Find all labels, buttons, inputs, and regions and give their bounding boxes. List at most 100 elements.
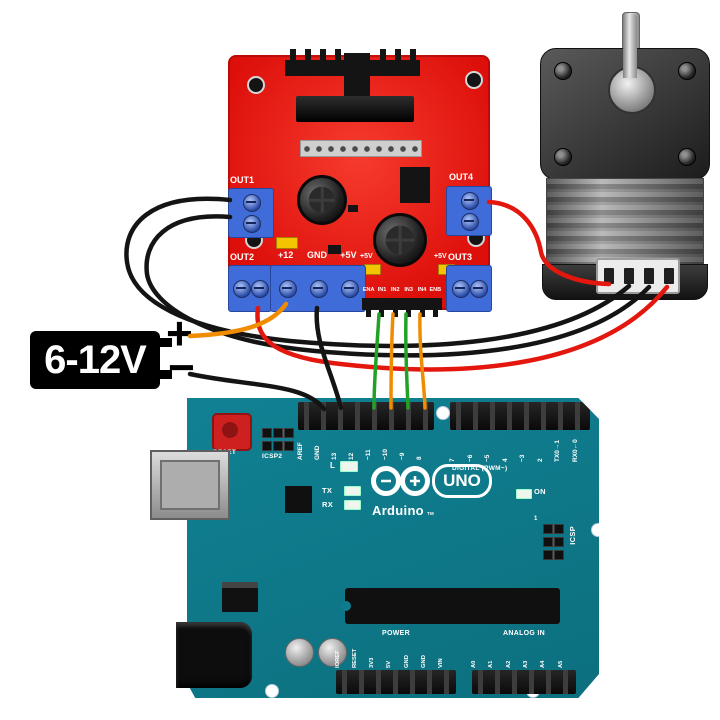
led-l-label: L [330,461,336,470]
minus-terminal: − [168,341,195,393]
icsp-header [543,524,564,560]
out3-terminal [446,265,492,312]
wire-in4-signal [418,312,427,410]
pin-label: A2 [505,660,512,668]
motor-body [546,178,704,266]
power-pin-label: +12 [278,250,294,260]
power-caption: POWER [382,630,410,637]
pin-label: A3 [522,660,529,668]
pin-label: A4 [540,660,547,668]
header-pin [335,49,341,60]
motor-screw [554,148,572,166]
pin-label: RX0←0 [571,439,579,462]
pin-label: A1 [488,660,495,668]
wire-in2-signal [389,312,395,410]
pin-label: 12 [348,452,355,460]
pin-label: IOREF [335,650,341,668]
led-on-label: ON [534,487,546,496]
header-pin [380,49,386,60]
on-led [516,489,532,499]
icsp-pin1-label: 1 [534,516,538,522]
pin-label: AREF [297,442,304,460]
digital-header-left [298,402,434,430]
power-header [336,670,456,694]
header-pin [410,49,416,60]
power-supply-label: 6-12V [30,331,160,389]
pin-label: 5V [386,660,393,668]
led-rx-label: RX [322,500,334,509]
mounting-hole [247,76,265,94]
terminal-screw [243,194,261,212]
mounting-hole [465,71,483,89]
control-pin-label: IN3 [404,287,413,293]
out1-label: OUT1 [230,175,255,185]
rx-led [344,500,361,510]
pin-label: 3V3 [369,657,376,668]
motor-shaft-top [623,14,637,78]
usb-connector [150,450,230,520]
wire-in3-signal [403,312,410,410]
pin-label: ~10 [382,448,389,460]
pin-label: ~5 [484,454,491,462]
header-pin [406,308,411,317]
analog-caption: ANALOG IN [503,630,545,637]
motor-screw [678,148,696,166]
arduino-logo-icon [371,466,430,496]
control-pin-label: IN2 [391,287,400,293]
analog-header [472,670,576,694]
mounting-hole [436,406,450,420]
header-pin [420,308,425,317]
icsp2-label: ICSP2 [262,453,283,460]
pin-label: ~6 [466,454,474,462]
pin-label: 2 [536,458,544,462]
usb-connector-inner [160,460,220,510]
supply-terminal-stub [160,370,172,379]
pin-label: A5 [557,660,564,668]
uno-model-badge: UNO [432,464,492,498]
pin-label: GND [420,655,427,668]
connector-pin [664,268,674,284]
mcu-chip [341,588,560,624]
mounting-hole [591,523,599,537]
motor-connector [596,258,680,294]
terminal-screw [279,280,297,298]
header-pin [366,308,371,317]
icsp-label: ICSP [568,526,577,545]
control-pin-label: ENA [362,287,375,293]
capacitor [285,638,314,667]
pin-label: A0 [471,660,477,668]
pin-label: 13 [331,452,338,460]
pin-label: GND [314,445,321,460]
voltage-regulator-body [222,588,258,612]
heatsink-fin [344,53,370,101]
led-tx-label: TX [322,486,333,495]
terminal-screw [310,280,328,298]
wire-in1-signal [372,312,381,410]
control-pin-label: IN4 [417,287,427,293]
icsp2-header [262,428,294,451]
out4-terminal [446,186,492,236]
wire-driver-gnd-to-arduino-gnd [314,305,344,411]
header-pin [320,49,326,60]
stepper-motor [536,12,712,300]
analog-pin-labels: A0 A1 A2 A3 A4 A5 [471,640,576,668]
control-pin-label: IN1 [377,287,387,293]
5v-jumper [364,264,381,275]
header-pin [290,49,296,60]
supply-voltage-text: 6-12V [44,337,147,382]
capacitor [297,175,347,225]
jumper-b-label: +5V [434,253,447,260]
terminal-screw [461,192,479,210]
header-pin [379,308,384,317]
reset-button-cap [222,422,238,438]
header-pin [393,308,398,317]
capacitor [373,213,427,267]
out4-label: OUT4 [449,172,474,182]
connector-pin [624,268,634,284]
